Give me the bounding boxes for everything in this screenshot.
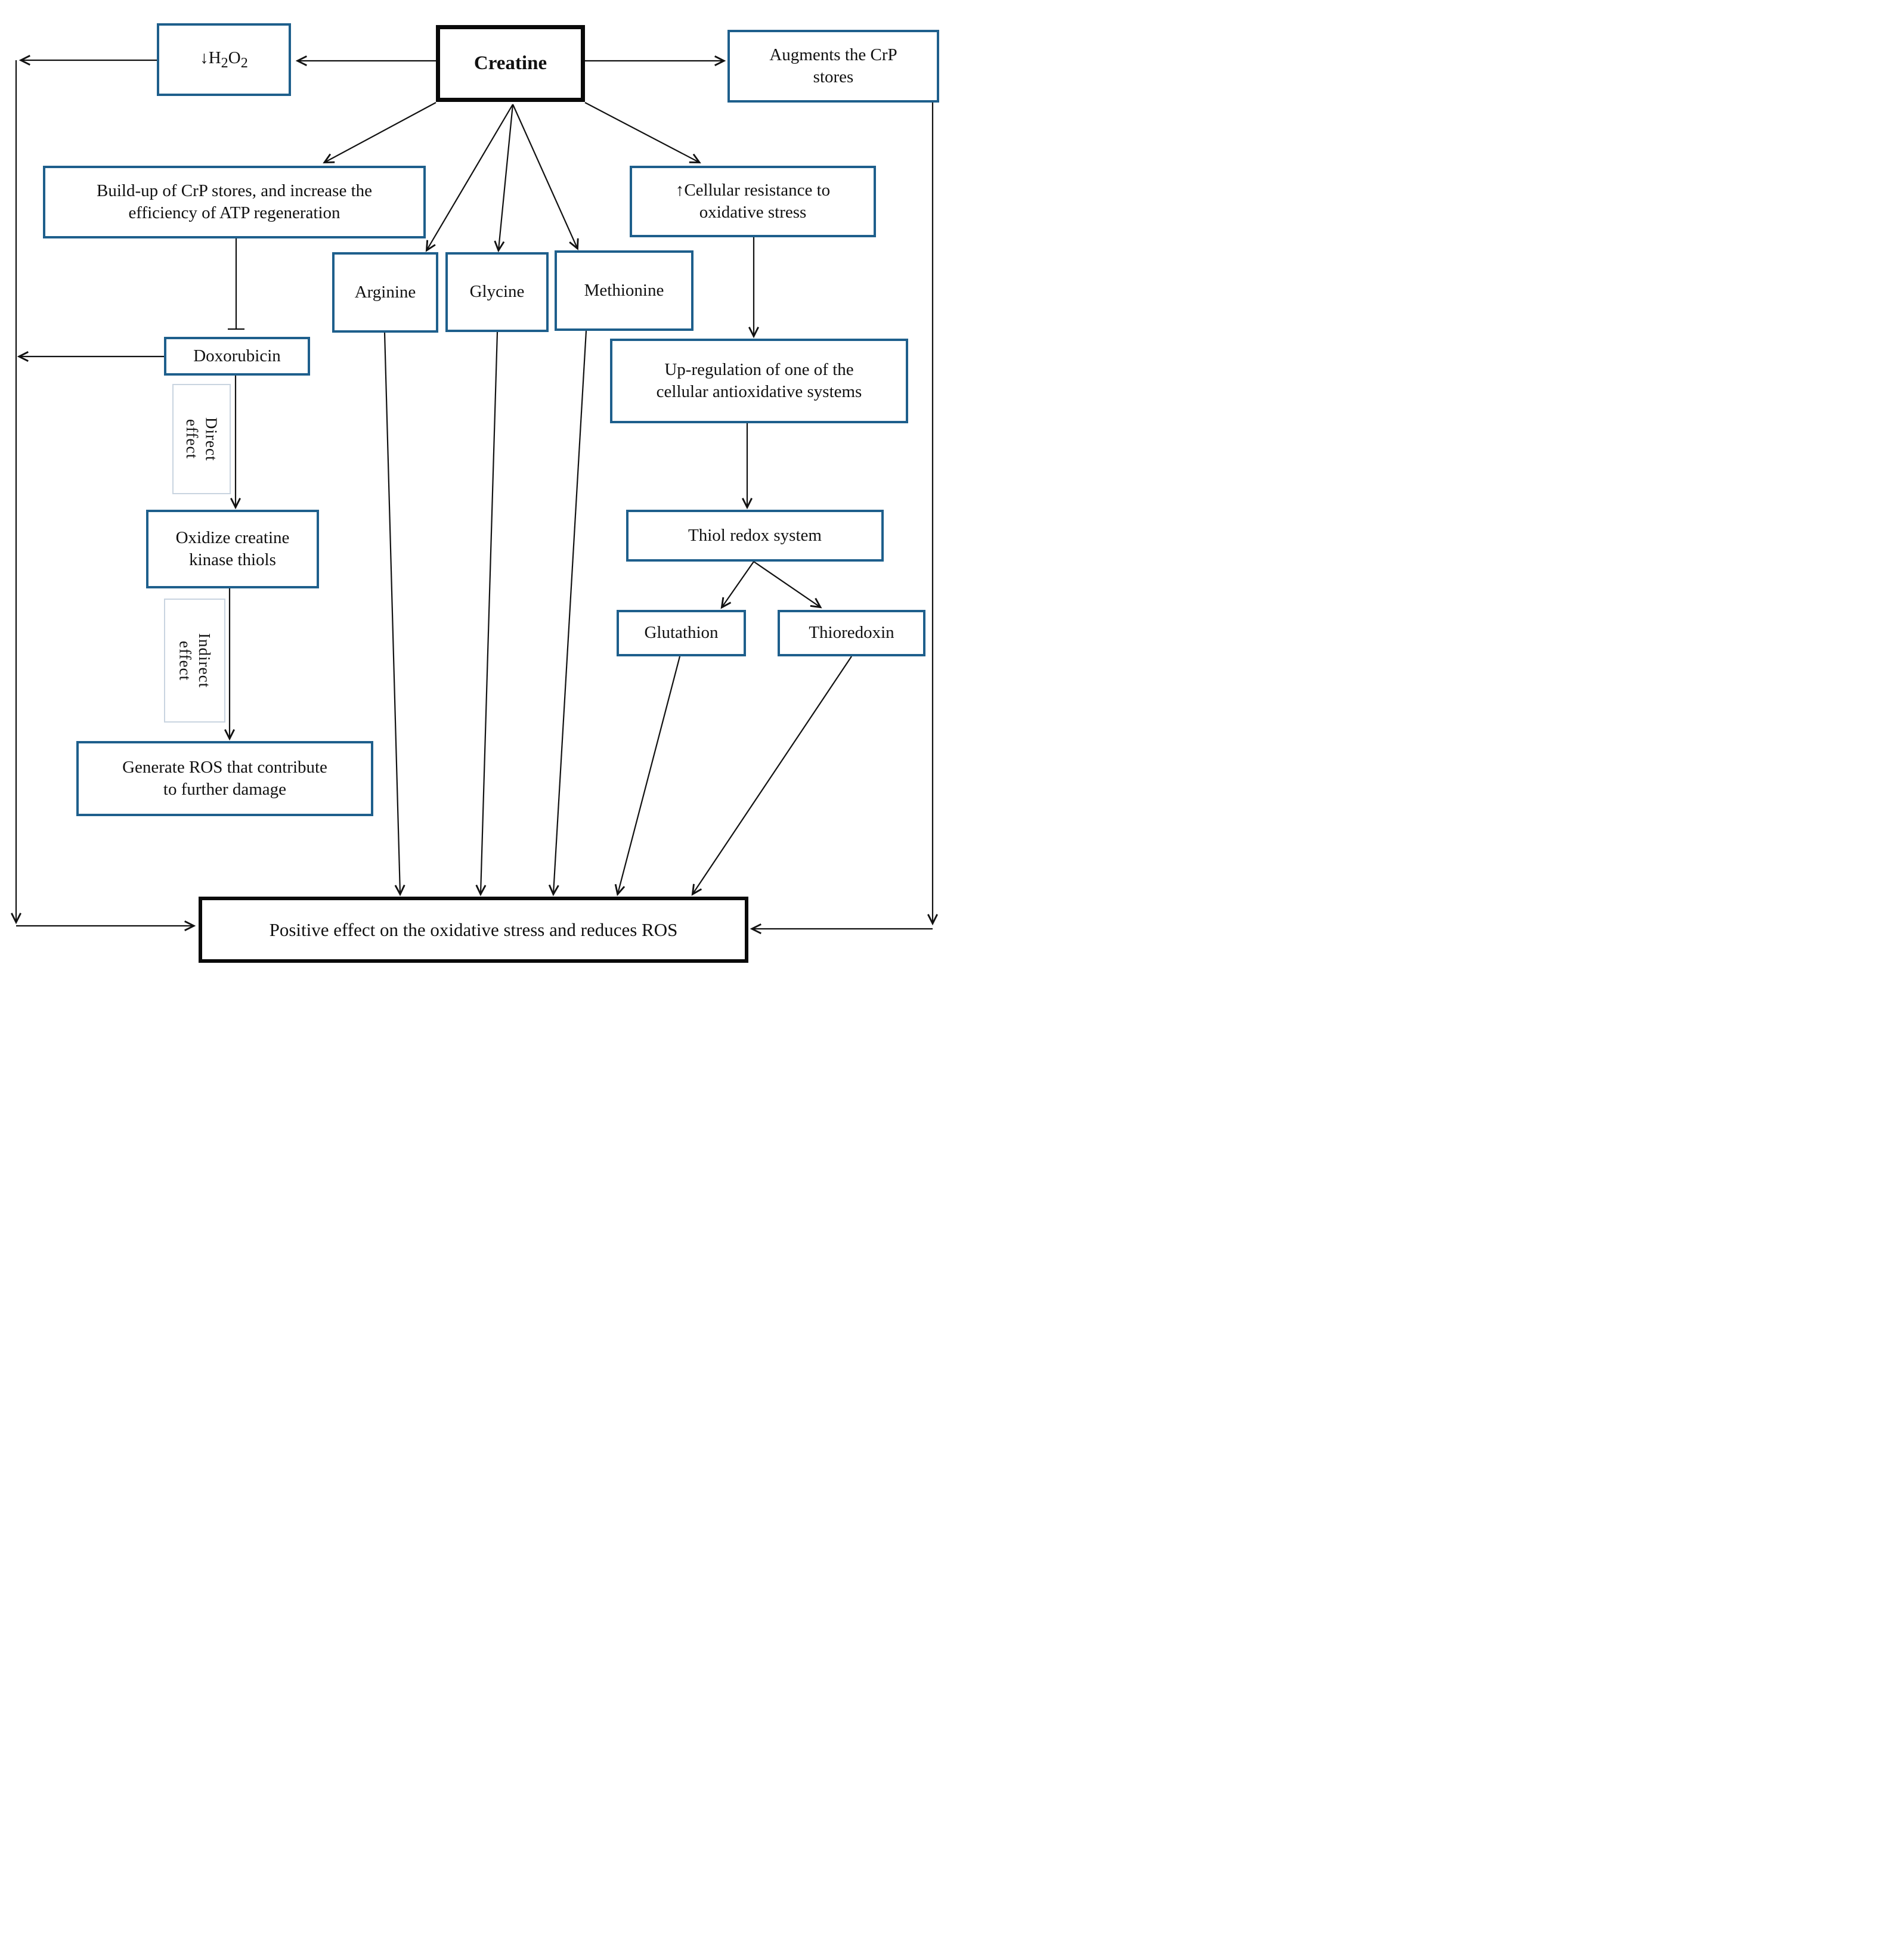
connector-methionine-to-positive [548, 330, 587, 897]
connector-creatine-to-arginine [425, 104, 513, 252]
connector-thiol-to-thioredoxin [753, 561, 822, 609]
node-thiol-redox: Thiol redox system [626, 510, 884, 562]
node-upregulation-line1: Up-regulation of one of the [664, 359, 854, 379]
node-cellres-line2: oxidative stress [699, 203, 807, 222]
node-glutathion: Glutathion [617, 610, 746, 656]
connector-layer [11, 55, 938, 934]
node-buildup-crp: Build-up of CrP stores, and increase the… [43, 166, 426, 238]
node-arginine-label: Arginine [354, 282, 416, 302]
node-thiol-redox-label: Thiol redox system [688, 525, 822, 545]
connector-creatine-to-methionine [512, 104, 579, 250]
node-oxidize-ck-thiols: Oxidize creatine kinase thiols [146, 510, 319, 588]
label-indirect-effect-text: Indirect effect [176, 633, 213, 688]
node-generate-ros-line1: Generate ROS that contribute [122, 757, 327, 777]
node-augments-line1: Augments the CrP [769, 45, 897, 64]
connector-thioredoxin-to-positive [691, 656, 852, 896]
node-thioredoxin: Thioredoxin [778, 610, 925, 656]
node-oxidize-line1: Oxidize creatine [175, 528, 290, 547]
node-augments-crp: Augments the CrP stores [727, 30, 939, 103]
node-cellres-line1: ↑Cellular resistance to [675, 180, 831, 200]
node-methionine: Methionine [555, 250, 694, 331]
node-doxorubicin-label: Doxorubicin [193, 346, 281, 365]
node-oxidize-line2: kinase thiols [189, 550, 276, 569]
connector-glutathion-to-positive [614, 656, 681, 897]
flowchart-canvas: ↓H2O2 Creatine Augments the CrP stores B… [0, 0, 952, 978]
label-indirect-effect: Indirect effect [164, 599, 225, 723]
node-glutathion-label: Glutathion [644, 623, 719, 643]
connector-arginine-to-positive [383, 332, 405, 897]
node-generate-ros-line2: to further damage [163, 780, 287, 799]
node-arginine: Arginine [332, 252, 438, 333]
node-upregulation: Up-regulation of one of the cellular ant… [610, 339, 908, 423]
node-glycine-label: Glycine [469, 282, 525, 302]
connector-thiol-to-glutathion [720, 561, 754, 609]
connector-glycine-to-positive [475, 331, 499, 897]
node-doxorubicin: Doxorubicin [164, 337, 310, 376]
connector-creatine-to-buildup [323, 102, 436, 164]
node-thioredoxin-label: Thioredoxin [809, 623, 894, 643]
node-cellular-resistance: ↑Cellular resistance to oxidative stress [630, 166, 876, 237]
node-creatine: Creatine [436, 25, 585, 102]
node-upregulation-line2: cellular antioxidative systems [656, 382, 862, 401]
node-buildup-line2: efficiency of ATP regeneration [128, 203, 340, 222]
label-direct-effect: Direct effect [172, 384, 231, 494]
connector-creatine-to-glycine [494, 104, 514, 253]
label-direct-effect-text: Direct effect [183, 417, 221, 461]
node-methionine-label: Methionine [584, 280, 664, 300]
node-h2o2: ↓H2O2 [157, 23, 291, 96]
node-positive-effect: Positive effect on the oxidative stress … [199, 897, 748, 963]
node-augments-line2: stores [813, 67, 854, 86]
node-h2o2-label: ↓H2O2 [200, 48, 248, 71]
node-positive-effect-label: Positive effect on the oxidative stress … [269, 919, 678, 940]
node-creatine-label: Creatine [473, 52, 547, 75]
node-glycine: Glycine [445, 252, 549, 332]
connector-creatine-to-cellres [584, 102, 701, 163]
node-generate-ros: Generate ROS that contribute to further … [76, 741, 373, 816]
node-buildup-line1: Build-up of CrP stores, and increase the [96, 181, 373, 200]
